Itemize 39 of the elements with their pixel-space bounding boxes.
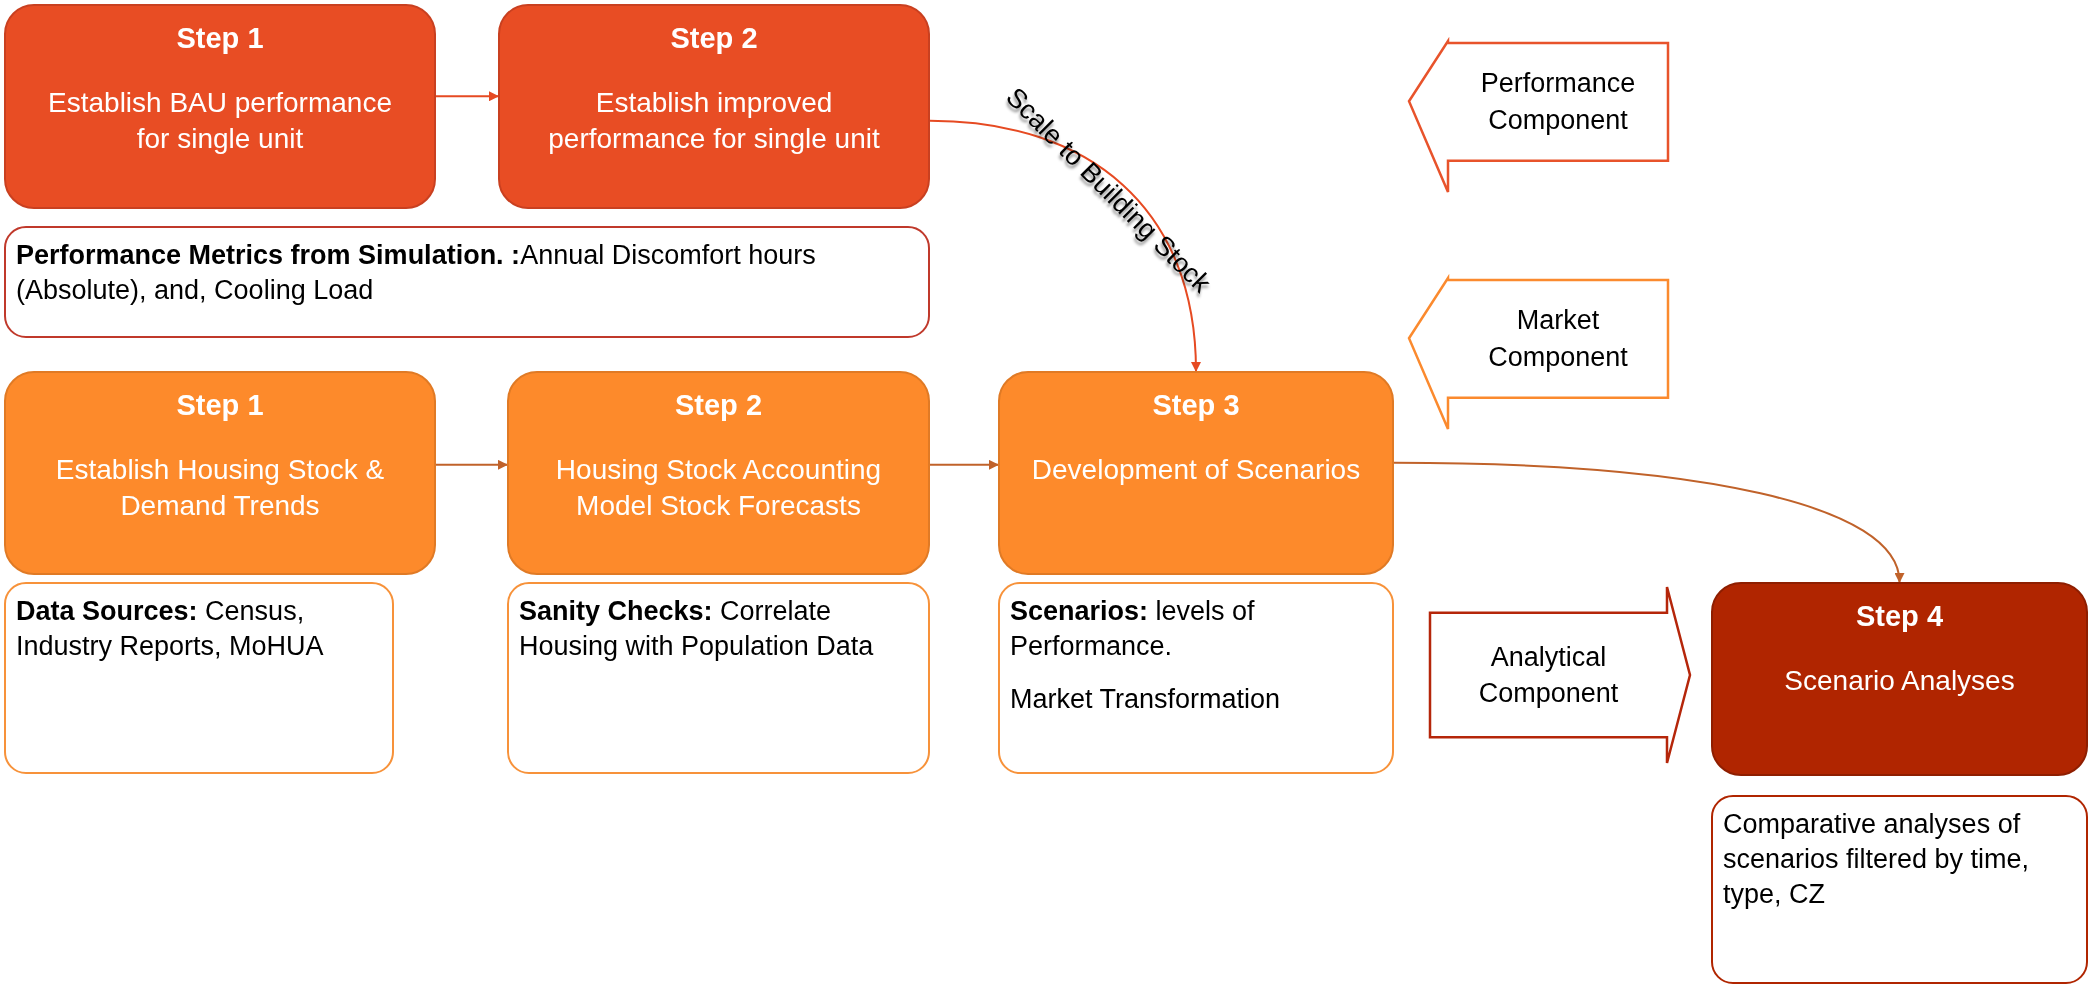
note-text: Comparative analyses of scenarios filtered by time, type, CZ [1723, 808, 2031, 912]
left-pointing-component-banner [1408, 40, 1670, 193]
step-box [498, 4, 930, 209]
step-title: Step 3 [1152, 389, 1240, 422]
step-description: Establish improved performance for single unit [547, 86, 881, 157]
step-description: Establish Housing Stock & Demand Trends [54, 453, 386, 524]
right-pointing-component-banner [1429, 586, 1691, 764]
note-box [4, 582, 394, 774]
step-box [507, 371, 930, 575]
step-description: Scenario Analyses [1784, 664, 2015, 698]
note-box [1711, 795, 2088, 984]
left-pointing-component-banner [1408, 277, 1670, 430]
note-text: Performance Metrics from Simulation. :Annual Discomfort hours (Absolute), and, Cooling Load [16, 239, 817, 308]
note-text: Data Sources: Census, Industry Reports, MoHUA [16, 595, 325, 664]
step-title: Step 4 [1856, 600, 1943, 633]
arrow [1393, 461, 1903, 583]
step-box [4, 4, 436, 209]
note-box [4, 226, 930, 338]
component-name: Analytical Component [1477, 640, 1620, 710]
note-text: Market Transformation [1010, 683, 1282, 717]
step-description: Development of Scenarios [1031, 453, 1361, 487]
arrow [435, 459, 508, 470]
note-text: Sanity Checks: Correlate Housing with Population Data [519, 595, 875, 664]
arrow [435, 91, 499, 102]
note-box [998, 582, 1394, 774]
step-title: Step 2 [675, 389, 762, 422]
step-title: Step 1 [176, 389, 264, 422]
step-box [4, 371, 436, 575]
step-title: Step 2 [670, 22, 758, 55]
step-description: Housing Stock Accounting Model Stock Forecasts [554, 453, 883, 524]
component-name: Performance Component [1479, 67, 1637, 137]
component-name: Market Component [1487, 304, 1629, 374]
step-description: Establish BAU performance for single unit [47, 86, 393, 157]
step-box [998, 371, 1394, 575]
step-box [1711, 582, 2088, 776]
note-text: Scenarios: levels of Performance. [1010, 595, 1256, 664]
step-title: Step 1 [176, 22, 264, 55]
arrow [929, 459, 999, 470]
note-box [507, 582, 930, 774]
